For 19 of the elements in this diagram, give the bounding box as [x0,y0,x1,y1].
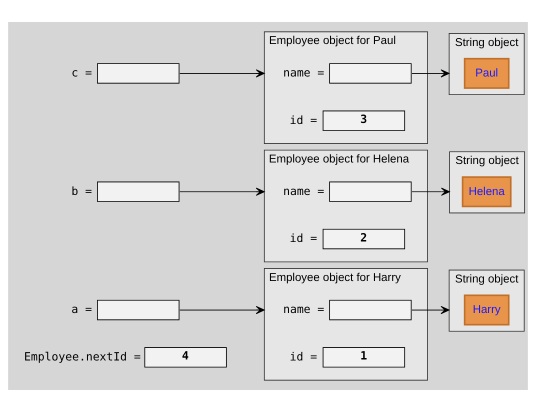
node-box: Helena [462,176,512,208]
arrow [412,188,450,196]
arrow [412,69,450,78]
node-label: name = [283,65,324,80]
node-box: Paul [464,58,510,89]
node-box: Harry [464,294,510,326]
node-label: name = [283,302,324,316]
node-label: id = [290,112,318,127]
node-label: c = [71,65,92,80]
arrow [412,306,450,314]
node-label: a = [71,302,92,316]
node-label: id = [290,349,318,364]
arrow [179,188,265,196]
node-label: name = [283,184,324,198]
node-label: b = [71,184,92,198]
node-label: Employee.nextId = [24,349,141,364]
node-label: id = [290,231,318,246]
arrow [179,306,265,314]
arrow [179,69,265,78]
